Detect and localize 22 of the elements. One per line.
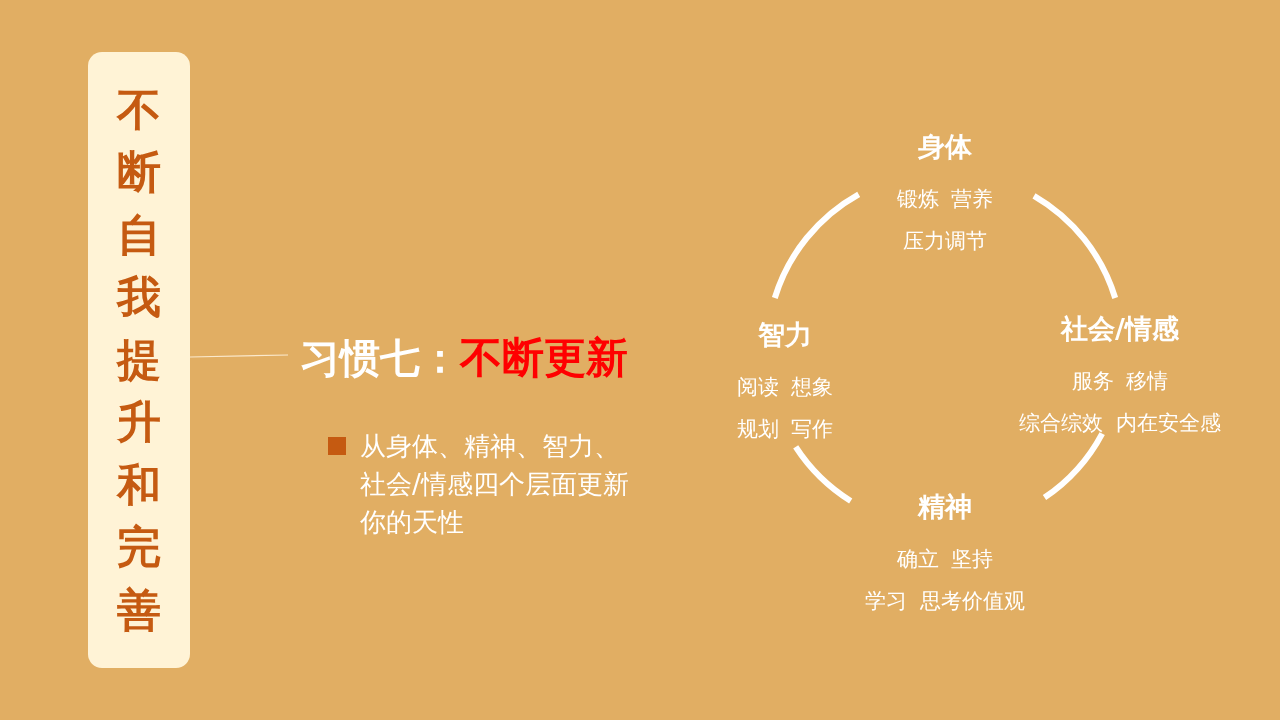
dimension-items: 压力调节 [903,228,987,255]
vertical-heading: 不断自我提升和完善 [117,82,161,637]
cycle-arc [793,445,853,504]
bullet-text: 从身体、精神、智力、社会/情感四个层面更新你的天性 [360,430,630,539]
dimension-items: 规划 写作 [736,416,834,443]
cycle-arc [1032,193,1118,300]
dimension-items: 确立 坚持 [896,546,994,573]
banner-box [88,52,190,668]
dimension-items: 学习 思考价值观 [865,588,1025,615]
cycle-arc [1042,432,1105,500]
connector-line [189,354,289,358]
habit-title-highlight: 不断更新 [460,332,628,384]
dimension-heading: 智力 [758,318,812,352]
habit-title: 习惯七： [300,333,460,383]
dimension-items: 服务 移情 [1071,368,1169,395]
dimension-items: 阅读 想象 [736,374,834,401]
dimension-items: 综合综效 内在安全感 [1019,410,1221,437]
cycle-arc [772,191,861,300]
dimension-heading: 精神 [918,490,972,524]
dimension-heading: 社会/情感 [1061,312,1179,346]
dimension-items: 锻炼 营养 [896,186,994,213]
dimension-heading: 身体 [918,130,972,164]
